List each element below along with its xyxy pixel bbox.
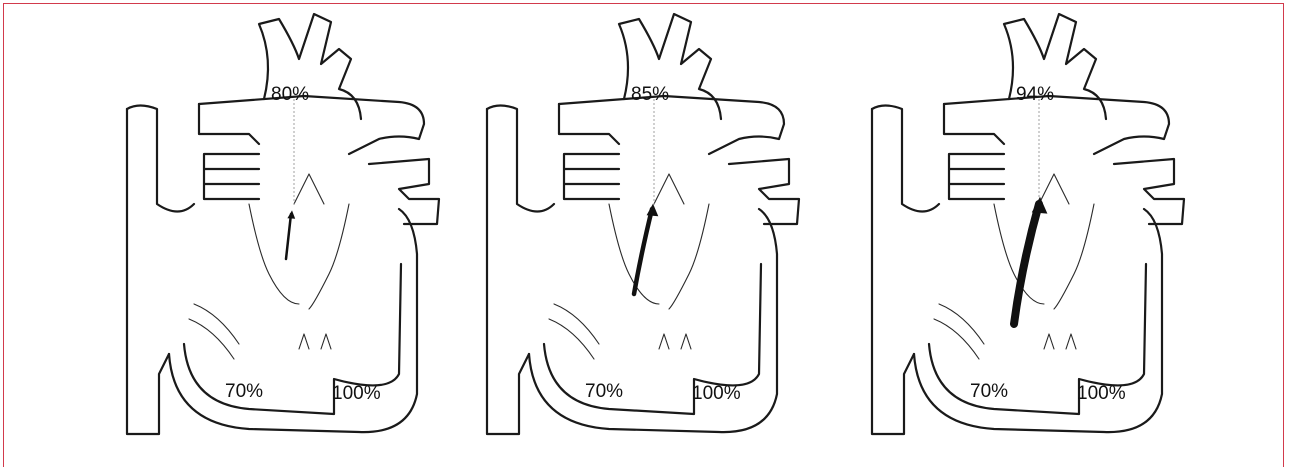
vena-cava-outline bbox=[487, 109, 529, 434]
heart-panel-2: 85% 70% 100% bbox=[459, 4, 859, 444]
heart-diagram-3 bbox=[844, 4, 1244, 444]
right-atrium-outline bbox=[127, 106, 194, 212]
figure-frame: 80% 70% 100% 85% 70% 100% 94% 70% 100% bbox=[3, 3, 1284, 467]
pulmonary-artery-outline bbox=[944, 96, 1169, 154]
shunt-flow-arrow bbox=[634, 209, 652, 294]
top-saturation-label: 94% bbox=[1016, 85, 1054, 104]
top-saturation-label: 85% bbox=[631, 85, 669, 104]
top-saturation-label: 80% bbox=[271, 85, 309, 104]
left-ventricle-saturation-label: 70% bbox=[225, 382, 263, 401]
shunt-flow-arrow bbox=[286, 214, 291, 259]
septal-arrows bbox=[1044, 334, 1076, 349]
pulmonary-artery-lower-outline bbox=[559, 104, 619, 144]
heart-diagram-2 bbox=[459, 4, 859, 444]
septal-arrows bbox=[299, 334, 331, 349]
heart-panel-3: 94% 70% 100% bbox=[844, 4, 1244, 444]
right-atrium-outline bbox=[872, 106, 939, 212]
right-valve-chord bbox=[669, 204, 709, 309]
septal-arrows bbox=[659, 334, 691, 349]
septum-top bbox=[1039, 174, 1069, 204]
pulmonary-artery-outline bbox=[199, 96, 424, 154]
right-ventricle-saturation-label: 100% bbox=[1077, 384, 1126, 403]
vena-cava-outline bbox=[127, 109, 169, 434]
tricuspid-leaflet-2 bbox=[189, 319, 234, 359]
right-atrium-outline bbox=[487, 106, 554, 212]
shunt-flow-arrowhead bbox=[1032, 197, 1048, 214]
tricuspid-leaflet-2 bbox=[549, 319, 594, 359]
left-ventricle-saturation-label: 70% bbox=[970, 382, 1008, 401]
right-valve-chord bbox=[309, 204, 349, 309]
heart-diagram-1 bbox=[99, 4, 499, 444]
heart-panel-1: 80% 70% 100% bbox=[99, 4, 499, 444]
bronchial-stripes bbox=[564, 154, 619, 199]
pulmonary-artery-lower-outline bbox=[944, 104, 1004, 144]
shunt-flow-arrow bbox=[1014, 204, 1039, 324]
right-valve-chord bbox=[1054, 204, 1094, 309]
pulmonary-artery-outline bbox=[559, 96, 784, 154]
right-ventricle-saturation-label: 100% bbox=[332, 384, 381, 403]
pulmonary-artery-lower-outline bbox=[199, 104, 259, 144]
shunt-flow-arrowhead bbox=[647, 204, 659, 217]
bronchial-stripes bbox=[204, 154, 259, 199]
right-ventricle-saturation-label: 100% bbox=[692, 384, 741, 403]
left-ventricle-saturation-label: 70% bbox=[585, 382, 623, 401]
bronchial-stripes bbox=[949, 154, 1004, 199]
septum-top bbox=[654, 174, 684, 204]
tricuspid-leaflet-2 bbox=[934, 319, 979, 359]
shunt-flow-arrowhead bbox=[287, 210, 295, 218]
vena-cava-outline bbox=[872, 109, 914, 434]
septum-top bbox=[294, 174, 324, 204]
